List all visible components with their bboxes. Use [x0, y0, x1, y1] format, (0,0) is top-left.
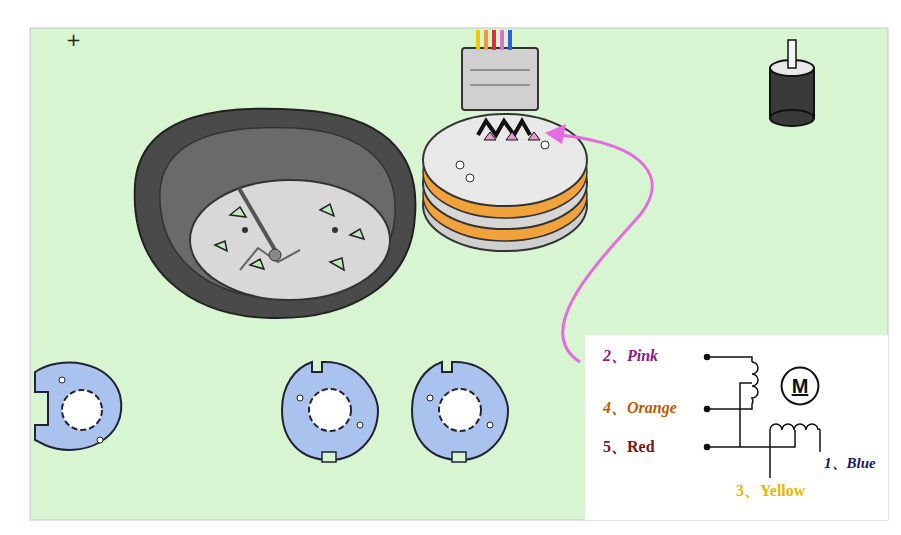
wire-label: 5、Red: [603, 438, 655, 456]
stator-plate: [35, 363, 121, 450]
stator-assembly: [423, 30, 587, 251]
wire-label: 3、Yellow: [736, 482, 805, 500]
wiring-schematic: [705, 355, 821, 479]
wire-label: 4、Orange: [603, 399, 677, 417]
schematic-panel: [585, 335, 888, 520]
stator-plate: [412, 362, 508, 462]
wire-label: 1、Blue: [824, 455, 876, 472]
rotor: [770, 40, 814, 126]
motor-symbol: M: [780, 366, 820, 406]
callout-arrow: [545, 124, 652, 362]
motor-letter: M: [780, 375, 820, 398]
motor-housing: [135, 109, 416, 318]
background-panel: [30, 28, 888, 520]
stator-plate: [282, 362, 378, 462]
wire-label: 2、Pink: [603, 347, 658, 365]
cursor-mark: +: [66, 30, 81, 50]
panel-border: [30, 28, 888, 520]
